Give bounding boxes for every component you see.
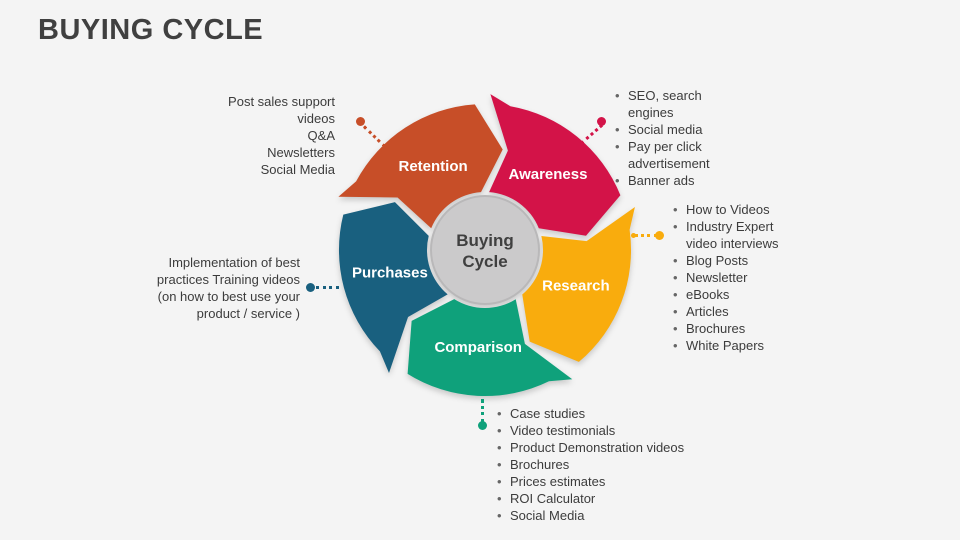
segment-label-awareness: Awareness (509, 166, 588, 183)
list-item: Video testimonials (495, 422, 710, 439)
retention-leader-dot (356, 117, 365, 126)
segment-label-purchases: Purchases (352, 265, 428, 282)
note-line: product / service ) (196, 306, 300, 321)
list-item: White Papers (671, 337, 787, 354)
note-line: practices Training videos (156, 272, 300, 287)
list-item: Case studies (495, 405, 710, 422)
list-item: Newsletter (671, 269, 787, 286)
research-leader-dot (655, 231, 664, 240)
segment-research (522, 206, 635, 362)
purchases-leader-dot (306, 283, 315, 292)
research-leader-start-dot (631, 233, 636, 238)
note-line: Implementation of best (168, 255, 300, 270)
segment-awareness (489, 94, 621, 236)
note-line: Social Media (260, 162, 335, 177)
segment-label-research: Research (542, 278, 610, 295)
center-label-line-1: Buying (456, 231, 514, 250)
list-item: Industry Expert video interviews (671, 218, 787, 252)
center-label-line-2: Cycle (462, 252, 507, 271)
list-item: Prices estimates (495, 473, 710, 490)
awareness-leader-dot (597, 117, 606, 126)
buying-cycle-wheel: Buying Cycle AwarenessResearchComparison… (338, 94, 635, 397)
note-line: videos (297, 111, 335, 126)
note-line: Q&A (307, 128, 335, 143)
note-line: Post sales support (228, 94, 335, 109)
list-item: SEO, search engines (613, 87, 741, 121)
list-item: ROI Calculator (495, 490, 710, 507)
list-item: Brochures (495, 456, 710, 473)
list-item: Articles (671, 303, 787, 320)
segment-retention (338, 104, 503, 229)
list-item: Social media (613, 121, 741, 138)
comparison-list: Case studiesVideo testimonialsProduct De… (495, 405, 710, 524)
research-leader-line (634, 234, 658, 237)
segment-purchases (339, 202, 448, 373)
wheel-segments (338, 94, 635, 397)
list-item: Product Demonstration videos (495, 439, 710, 456)
list-item: eBooks (671, 286, 787, 303)
list-item: Brochures (671, 320, 787, 337)
list-item: Social Media (495, 507, 710, 524)
segment-label-retention: Retention (399, 158, 468, 175)
segment-comparison (407, 299, 573, 397)
awareness-list: SEO, search enginesSocial mediaPay per c… (613, 87, 741, 189)
purchases-leader-line (316, 286, 339, 289)
page-title: BUYING CYCLE (38, 14, 264, 46)
list-item: Pay per click advertisement (613, 138, 741, 172)
center-circle (430, 195, 540, 305)
note-line: (on how to best use your (157, 289, 300, 304)
segment-label-comparison: Comparison (434, 339, 522, 356)
comparison-leader-dot (478, 421, 487, 430)
list-item: Blog Posts (671, 252, 787, 269)
purchases-note: Implementation of best practices Training… (130, 254, 300, 322)
list-item: Banner ads (613, 172, 741, 189)
comparison-leader-line (481, 399, 484, 423)
note-line: Newsletters (267, 145, 335, 160)
research-list: How to VideosIndustry Expert video inter… (671, 201, 787, 354)
list-item: How to Videos (671, 201, 787, 218)
